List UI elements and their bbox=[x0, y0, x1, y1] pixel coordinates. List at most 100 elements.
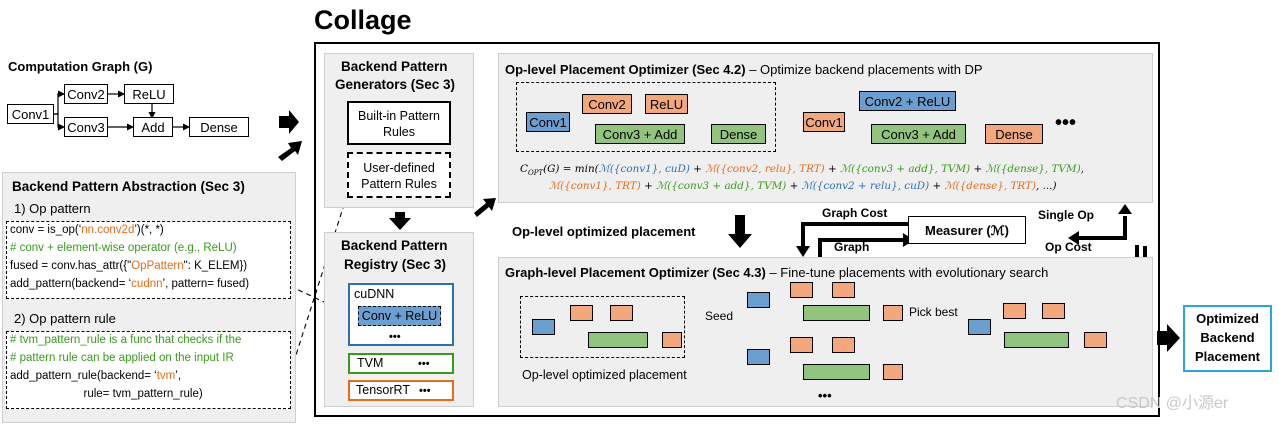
big-arrows-left bbox=[278, 110, 302, 161]
generators-title-1: Backend Pattern bbox=[341, 59, 448, 74]
gl-seed-node-5 bbox=[662, 332, 682, 348]
op-right-conv2-relu: Conv2 + ReLU bbox=[859, 91, 956, 111]
formula-term: , bbox=[1080, 163, 1084, 175]
code-segment: add_pattern(backend= ‘ bbox=[10, 278, 132, 290]
generators-title-2: Generators (Sec 3) bbox=[335, 77, 456, 92]
op-left-conv3-add: Conv3 + Add bbox=[595, 124, 685, 144]
op-pattern-rule-title: 2) Op pattern rule bbox=[14, 311, 116, 326]
op-level-optimized-label: Op-level optimized placement bbox=[512, 224, 696, 239]
gl-seed-node-2 bbox=[570, 305, 593, 321]
code-line: add_pattern(backend= ‘cudnn’, pattern= f… bbox=[10, 277, 249, 292]
code-line: rule= tvm_pattern_rule) bbox=[10, 387, 203, 402]
op-left-conv1: Conv1 bbox=[526, 112, 570, 132]
formula-term: + bbox=[640, 180, 657, 192]
code-line: fused = conv.has_attr({"OpPattern": K_EL… bbox=[10, 259, 247, 274]
gen-to-oplevel-arrow bbox=[474, 198, 496, 217]
op-left-relu: ReLU bbox=[645, 94, 688, 114]
registry-tensorrt-label: TensorRT bbox=[356, 383, 410, 397]
code-segment: # pattern rule can be applied on the inp… bbox=[10, 352, 234, 364]
gl-seed-node-4 bbox=[588, 332, 648, 348]
seed-label: Seed bbox=[705, 309, 734, 323]
output-line1: Optimized bbox=[1196, 311, 1259, 326]
formula-term: ℳ({dense}, TVM) bbox=[985, 163, 1081, 175]
registry-tensorrt-more: ••• bbox=[419, 385, 431, 397]
formula-term: ℳ({conv1}, cuD) bbox=[598, 163, 690, 175]
code-segment: # tvm_pattern_rule is a func that checks… bbox=[10, 334, 242, 346]
gl-seed-node-1 bbox=[532, 319, 555, 335]
code-line: # conv + element-wise operator (e.g., Re… bbox=[10, 241, 237, 256]
cost-formula-line1: COPT(G) = min(ℳ({conv1}, cuD) + ℳ({conv2… bbox=[520, 163, 1084, 180]
gl-best-node-4 bbox=[1004, 332, 1069, 348]
code-segment: ’, pattern= fused) bbox=[162, 278, 250, 290]
op-pattern-title: 1) Op pattern bbox=[14, 201, 91, 216]
gl-best-node-2 bbox=[1003, 303, 1026, 319]
formula-term: OPT bbox=[527, 169, 544, 178]
user-defined-line1: User-defined bbox=[363, 161, 435, 175]
optimized-placement-box: Optimized Backend Placement bbox=[1183, 305, 1272, 372]
graph-level-title-rest: – Fine-tune placements with evolutionary… bbox=[765, 265, 1049, 280]
formula-term: + bbox=[929, 180, 945, 192]
graph-level-caption: Op-level optimized placement bbox=[522, 368, 687, 382]
user-defined-line2: Pattern Rules bbox=[361, 177, 437, 191]
gen-to-registry-arrow bbox=[389, 212, 411, 230]
op-level-title: Op-level Placement Optimizer (Sec 4.2) –… bbox=[505, 62, 983, 77]
page-title: Collage bbox=[314, 5, 412, 35]
cg-node-dense: Dense bbox=[189, 117, 249, 137]
registry-title-1: Backend Pattern bbox=[341, 238, 448, 253]
graph-level-title: Graph-level Placement Optimizer (Sec 4.3… bbox=[505, 265, 1048, 280]
op-right-conv1: Conv1 bbox=[803, 112, 845, 132]
op-level-more: ••• bbox=[1055, 112, 1077, 134]
comp-graph-edges bbox=[54, 90, 190, 131]
registry-cudnn-label: cuDNN bbox=[354, 287, 395, 301]
code-segment: ’)(*, *) bbox=[134, 224, 164, 236]
code-segment: fused = conv.has_attr({" bbox=[10, 260, 132, 272]
formula-term: ℳ({conv3 + add}, TVM) bbox=[840, 163, 971, 175]
gl-cand1-node-5 bbox=[883, 305, 903, 321]
gl-cand1-node-1 bbox=[747, 292, 770, 308]
formula-term: + bbox=[824, 163, 841, 175]
formula-term: ℳ({conv1}, TRT) bbox=[549, 180, 641, 192]
cg-node-conv1: Conv1 bbox=[7, 104, 54, 124]
gl-cand2-node-3 bbox=[832, 337, 855, 353]
abstraction-title: Backend Pattern Abstraction (Sec 3) bbox=[12, 179, 245, 194]
code-line: add_pattern_rule(backend= ‘tvm’, bbox=[10, 369, 181, 384]
registry-tensorrt-box bbox=[348, 380, 454, 401]
registry-title-2: Registry (Sec 3) bbox=[344, 257, 447, 272]
code-line: # pattern rule can be applied on the inp… bbox=[10, 351, 234, 366]
registry-tvm-box bbox=[348, 353, 454, 374]
formula-term: ℳ({dense}, TRT) bbox=[944, 180, 1037, 192]
graph-level-seed-box bbox=[520, 296, 685, 358]
watermark: CSDN @小源er bbox=[1116, 395, 1229, 412]
gl-cand2-node-1 bbox=[747, 349, 770, 365]
graph-level-more: ••• bbox=[818, 388, 832, 403]
op-pattern-rule-code-box bbox=[6, 331, 291, 409]
code-segment: conv = is_op(‘ bbox=[10, 224, 82, 236]
builtin-rules-line2: Rules bbox=[383, 125, 415, 139]
single-op-label: Single Op bbox=[1038, 208, 1095, 222]
builtin-rules-box: Built-in Pattern Rules bbox=[347, 101, 451, 145]
formula-term: ℳ({conv2, relu}, TRT) bbox=[705, 163, 825, 175]
pick-best-label: Pick best bbox=[909, 305, 958, 319]
formula-term: C bbox=[520, 163, 528, 175]
gl-cand2-node-5 bbox=[883, 364, 903, 380]
gl-cand1-node-3 bbox=[832, 282, 855, 298]
formula-term: + bbox=[689, 163, 706, 175]
formula-term: , ...) bbox=[1036, 180, 1057, 192]
registry-tvm-more: ••• bbox=[418, 358, 430, 370]
code-segment: tvm bbox=[156, 370, 176, 382]
cg-node-relu: ReLU bbox=[124, 84, 174, 104]
gl-cand2-node-4 bbox=[803, 364, 870, 380]
code-segment: cudnn bbox=[131, 278, 163, 290]
formula-term: (G) = min( bbox=[543, 163, 599, 175]
cg-node-add: Add bbox=[133, 117, 173, 137]
formula-term: + bbox=[970, 163, 986, 175]
gl-best-node-5 bbox=[1084, 332, 1107, 348]
code-segment: ": K_ELEM}) bbox=[183, 260, 248, 272]
gl-best-node-3 bbox=[1042, 303, 1065, 319]
collage-frame bbox=[314, 42, 1160, 417]
code-segment: rule= tvm_pattern_rule) bbox=[10, 388, 203, 400]
cost-formula-line2: ℳ({conv1}, TRT) + ℳ({conv3 + add}, TVM) … bbox=[549, 180, 1057, 193]
op-cost-label: Op Cost bbox=[1045, 240, 1092, 254]
cg-node-conv3: Conv3 bbox=[64, 117, 108, 137]
code-segment: # conv + element-wise operator (e.g., Re… bbox=[10, 242, 237, 254]
